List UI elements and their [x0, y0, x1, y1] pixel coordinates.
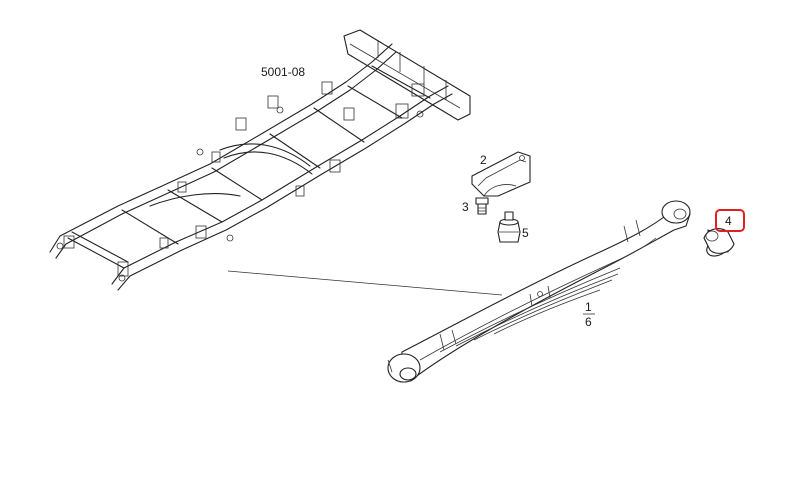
callout-6: 6	[585, 315, 592, 329]
bushing	[703, 228, 735, 257]
bump-stop	[497, 211, 521, 243]
chassis-frame	[49, 29, 471, 291]
spring-bracket	[471, 151, 531, 197]
callout-4-highlight-box[interactable]	[715, 209, 745, 232]
callout-3: 3	[462, 200, 469, 214]
leaf-spring	[387, 200, 691, 383]
callout-2: 2	[480, 153, 487, 167]
assembly-ref-label: 5001-08	[261, 65, 305, 79]
callout-1: 1	[585, 300, 592, 314]
frame-to-spring-leader	[227, 270, 503, 296]
callout-4[interactable]: 4	[725, 214, 732, 228]
callout-5: 5	[522, 226, 529, 240]
bolt	[475, 197, 489, 215]
